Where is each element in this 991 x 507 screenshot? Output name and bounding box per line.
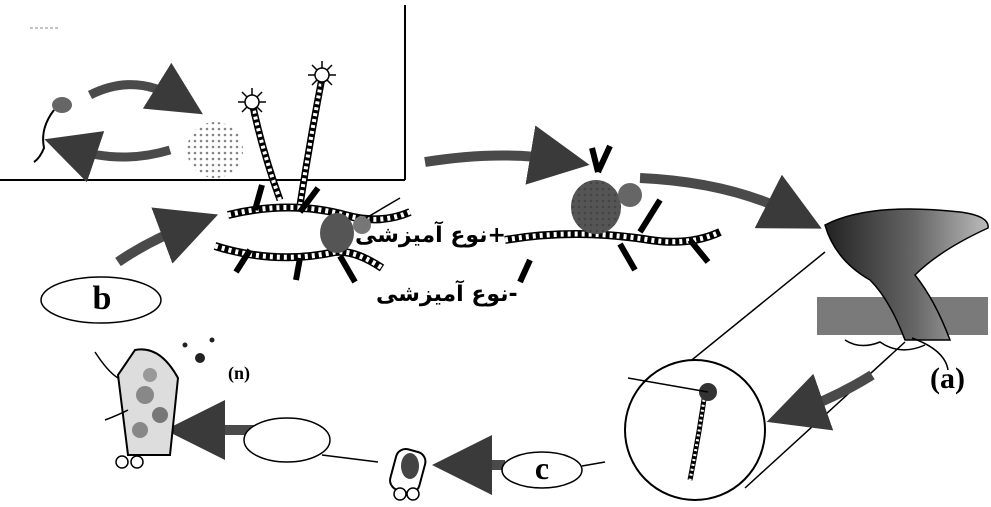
label-c: c (512, 450, 572, 487)
blank-label-ellipse (244, 418, 330, 462)
zoospore-icon (34, 97, 72, 162)
zygosporangium-icon (505, 146, 720, 282)
label-n: (n) (228, 363, 250, 384)
sporangiophore-icon (187, 61, 336, 205)
fruiting-body-icon (817, 209, 988, 350)
small-ascus-icon (388, 447, 428, 500)
large-ascus-icon (95, 338, 215, 469)
mating-type-minus-label: -نوع آمیزشی (376, 282, 518, 307)
mating-type-plus-label: +نوع آمیزشی (355, 223, 506, 248)
label-b: b (62, 280, 142, 318)
arrow-to-zygosporangium (425, 155, 560, 162)
arrow-to-hyphae (118, 225, 190, 262)
label-a: (a) (930, 362, 965, 396)
cycle-arrow-bottom (70, 148, 170, 157)
cycle-arrow-top (90, 85, 180, 100)
arrow-to-fruiting-body (640, 178, 795, 215)
